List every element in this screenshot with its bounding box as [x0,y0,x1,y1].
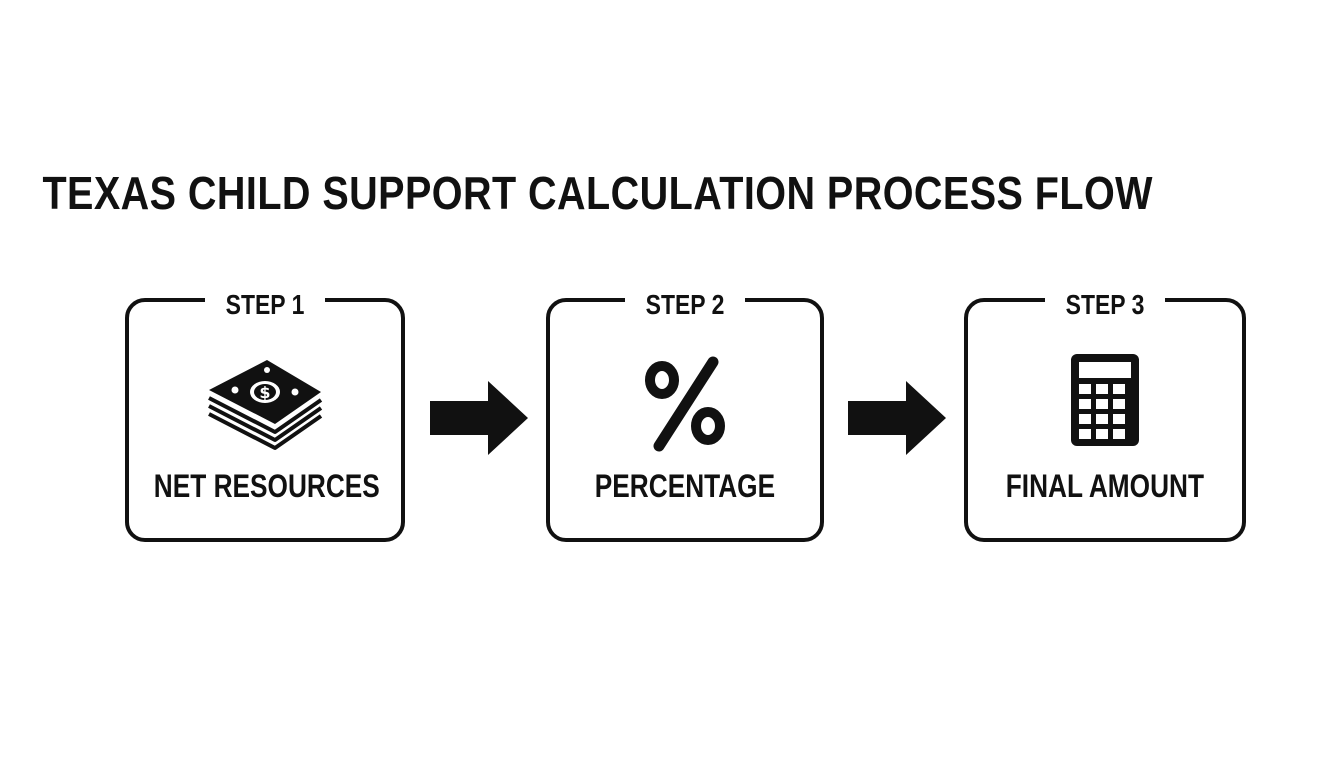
calculator-icon [1045,354,1165,454]
step-2-label: STEP 2 [625,285,745,325]
step-1-caption: NET RESOURCES [153,468,380,504]
money-stack-icon: $ [205,354,325,454]
step-2-box: STEP 2 PERCENTAGE [546,285,824,542]
step-3-label: STEP 3 [1045,285,1165,325]
step-1-box: STEP 1 $ NET RESOURCES [125,285,405,542]
step-3-caption: FINAL AMOUNT [1005,468,1205,504]
step-1-label: STEP 1 [205,285,325,325]
step-2-caption: PERCENTAGE [594,468,776,504]
arrow-right-icon [430,381,528,455]
step-3-box: STEP 3 FINAL AMOUNT [964,285,1246,542]
diagram-title: TEXAS CHILD SUPPORT CALCULATION PROCESS … [42,167,1153,219]
svg-text:$: $ [259,383,270,402]
arrow-right-icon [848,381,946,455]
percent-icon [625,354,745,454]
